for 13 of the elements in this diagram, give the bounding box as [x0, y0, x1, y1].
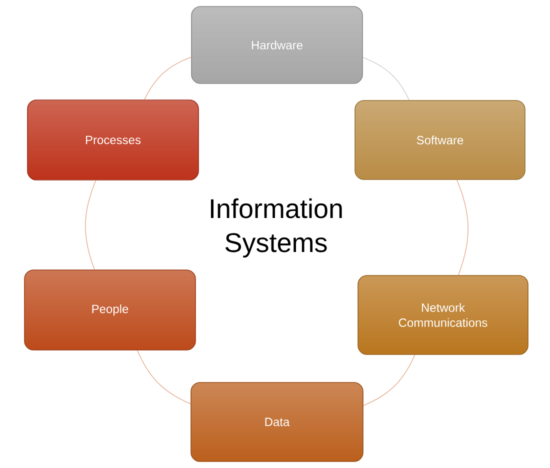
process-box: Processes [27, 100, 199, 180]
connector-arc [85, 180, 96, 270]
connector-arc [456, 180, 468, 276]
connector-arc [363, 354, 416, 406]
process-box: Network Communications [358, 275, 528, 355]
connector-arc [362, 57, 410, 100]
process-box: People [24, 270, 196, 350]
process-box: Hardware [191, 6, 363, 84]
connector-arc [137, 350, 191, 404]
process-box: Data [190, 382, 364, 462]
center-title: Information Systems [210, 198, 342, 258]
connector-arc [144, 56, 192, 100]
process-box: Software [354, 100, 526, 180]
